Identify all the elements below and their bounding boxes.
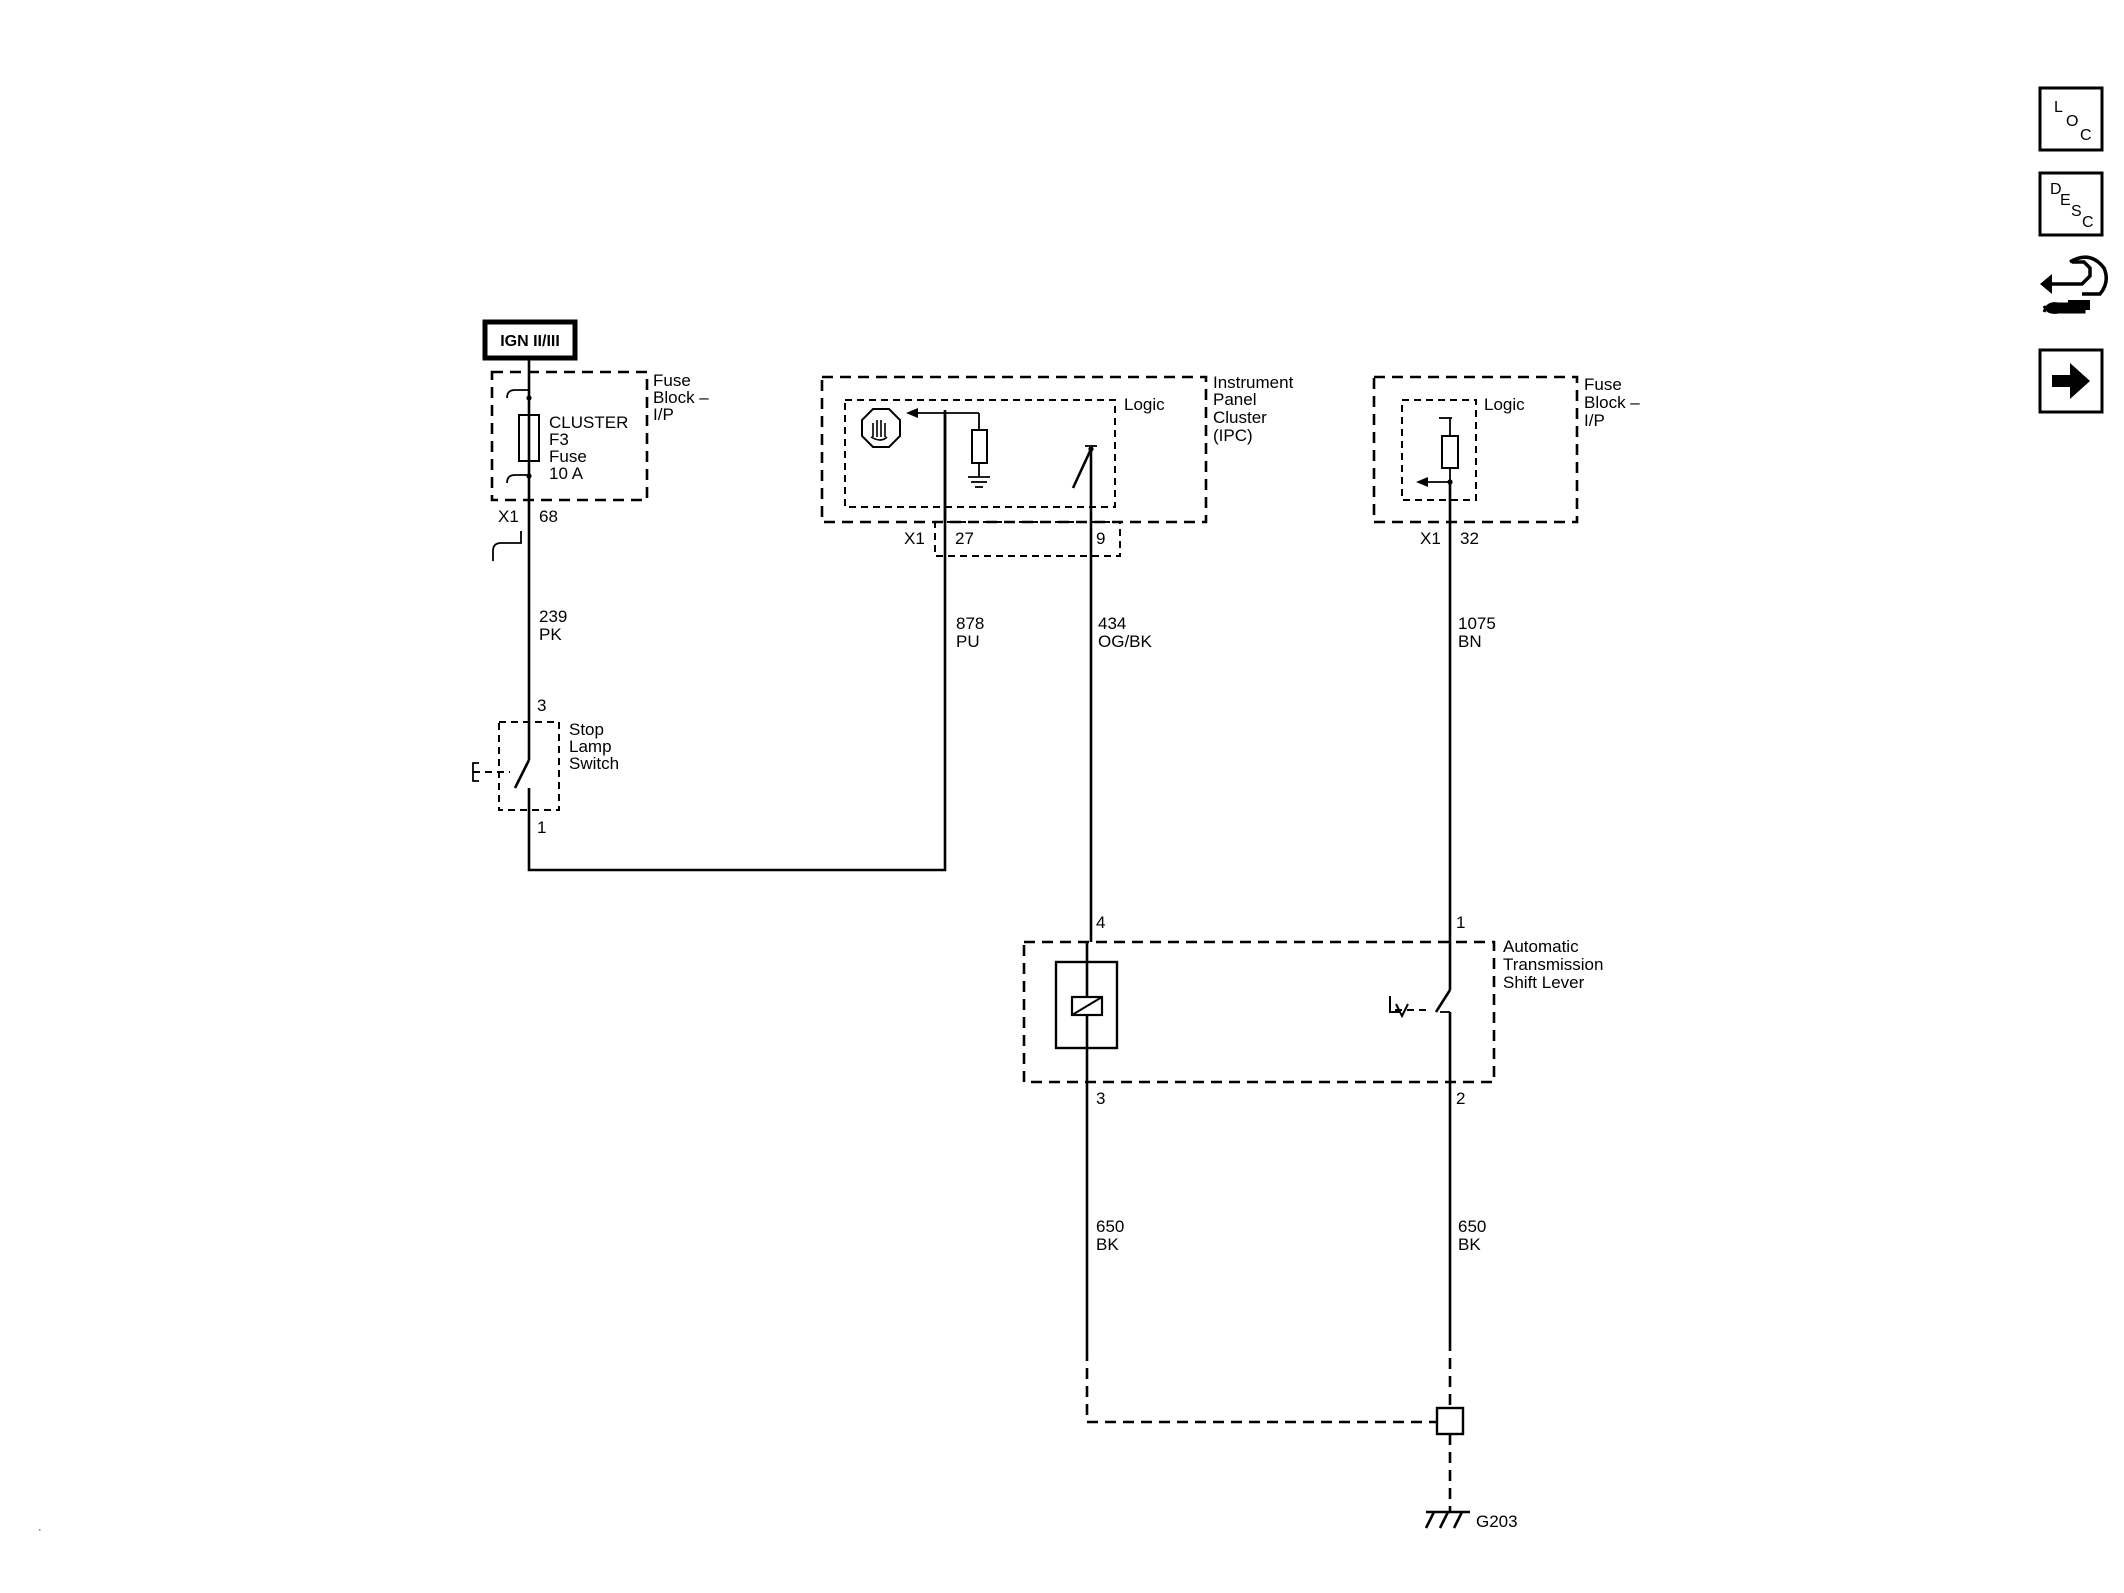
fuse-block-right-connector: X1 — [1420, 529, 1441, 548]
shift-lever-label-3: Shift Lever — [1503, 973, 1585, 992]
splice-icon — [1435, 1406, 1465, 1436]
wire-650-left-circuit: 650 — [1096, 1217, 1124, 1236]
fuse-block-left-label-2: Block – — [653, 388, 709, 407]
fuse-block-left-label-1: Fuse — [653, 371, 691, 390]
description-button[interactable]: D E S C — [2038, 171, 2104, 237]
stop-switch-label-3: Switch — [569, 754, 619, 773]
ipc-pin-27: 27 — [955, 529, 974, 548]
loc-letter-c: C — [2080, 127, 2092, 144]
connector-x1-68: X1 68 — [492, 507, 558, 561]
ground-id-label: G203 — [1476, 1512, 1518, 1531]
ipc-label-4: (IPC) — [1213, 426, 1253, 445]
fuse-block-left: Fuse Block – I/P CLUSTER F3 Fuse 10 A — [490, 370, 709, 502]
ipc-label-2: Panel — [1213, 390, 1256, 409]
fuse-block-right-label-3: I/P — [1584, 411, 1605, 430]
wire-434-color: OG/BK — [1098, 632, 1153, 651]
fuse-name: CLUSTER — [549, 413, 628, 432]
desc-letter-s: S — [2071, 203, 2082, 220]
fuse-block-right-label-2: Block – — [1584, 393, 1640, 412]
fuse-block-right-pin-32: 32 — [1460, 529, 1479, 548]
fuse-rating: 10 A — [549, 464, 584, 483]
wire-1075-color: BN — [1458, 632, 1482, 651]
wire-239-color: PK — [539, 625, 562, 644]
ipc-pin-9: 9 — [1096, 529, 1105, 548]
stop-switch-label-1: Stop — [569, 720, 604, 739]
fuse-block-right: Logic Fuse Block – I/P X1 32 — [1372, 375, 1640, 548]
right-arrow-icon — [2052, 363, 2090, 399]
brake-indicator-icon — [861, 408, 901, 448]
stop-switch-pin-3: 3 — [537, 696, 546, 715]
wire-239-circuit: 239 — [539, 607, 567, 626]
stop-switch-label-2: Lamp — [569, 737, 612, 756]
connector-x1-label: X1 — [498, 507, 519, 526]
connector-pin-68: 68 — [539, 507, 558, 526]
stop-switch-pin-1: 1 — [537, 818, 546, 837]
wire-1075-circuit: 1075 — [1458, 614, 1496, 633]
ground-g203: G203 — [1424, 1510, 1518, 1531]
next-arrow-button[interactable] — [2038, 348, 2104, 414]
shift-lever-module: 4 1 Automatic Transmission Shift Lever 3… — [1022, 913, 1603, 1108]
fuse-type: Fuse — [549, 447, 587, 466]
ipc-module: Logic Instrument Panel Cluster (IPC) X1 … — [820, 373, 1294, 557]
ipc-connector-label: X1 — [904, 529, 925, 548]
shift-lever-label-1: Automatic — [1503, 937, 1579, 956]
desc-letter-e: E — [2060, 192, 2071, 209]
fuse-id: F3 — [549, 430, 569, 449]
location-button[interactable]: L O C — [2038, 86, 2104, 152]
wire-878-circuit: 878 — [956, 614, 984, 633]
wire-650-right-color: BK — [1458, 1235, 1481, 1254]
loc-letter-o: O — [2066, 113, 2078, 130]
shift-lever-pin-4: 4 — [1096, 913, 1105, 932]
ipc-label-3: Cluster — [1213, 408, 1267, 427]
ipc-logic-label: Logic — [1124, 395, 1165, 414]
stop-lamp-switch: 3 Stop Lamp Switch 1 — [472, 696, 619, 868]
loc-letter-l: L — [2054, 99, 2063, 116]
wire-878-color: PU — [956, 632, 980, 651]
solenoid-icon — [1054, 942, 1119, 1082]
desc-letter-c: C — [2082, 214, 2094, 231]
park-switch-icon — [1389, 942, 1452, 1082]
wire-650-right-circuit: 650 — [1458, 1217, 1486, 1236]
fuse-block-left-label-3: I/P — [653, 405, 674, 424]
shift-lever-pin-1: 1 — [1456, 913, 1465, 932]
ign-power-source: IGN II/III — [482, 319, 578, 361]
corner-mark: · — [38, 1524, 42, 1536]
ground-icon — [1424, 1510, 1470, 1529]
shift-lever-pin-2: 2 — [1456, 1089, 1465, 1108]
ipc-label-1: Instrument — [1213, 373, 1294, 392]
shift-lever-pin-3: 3 — [1096, 1089, 1105, 1108]
wire-878 — [527, 410, 947, 872]
ign-label: IGN II/III — [500, 333, 560, 350]
fuse-block-right-logic-label: Logic — [1484, 395, 1525, 414]
wire-650-left-color: BK — [1096, 1235, 1119, 1254]
shift-lever-label-2: Transmission — [1503, 955, 1603, 974]
wire-434-circuit: 434 — [1098, 614, 1126, 633]
diagnostic-tool-icon[interactable] — [2040, 255, 2108, 314]
desc-letter-d: D — [2050, 181, 2062, 198]
fuse-block-right-label-1: Fuse — [1584, 375, 1622, 394]
